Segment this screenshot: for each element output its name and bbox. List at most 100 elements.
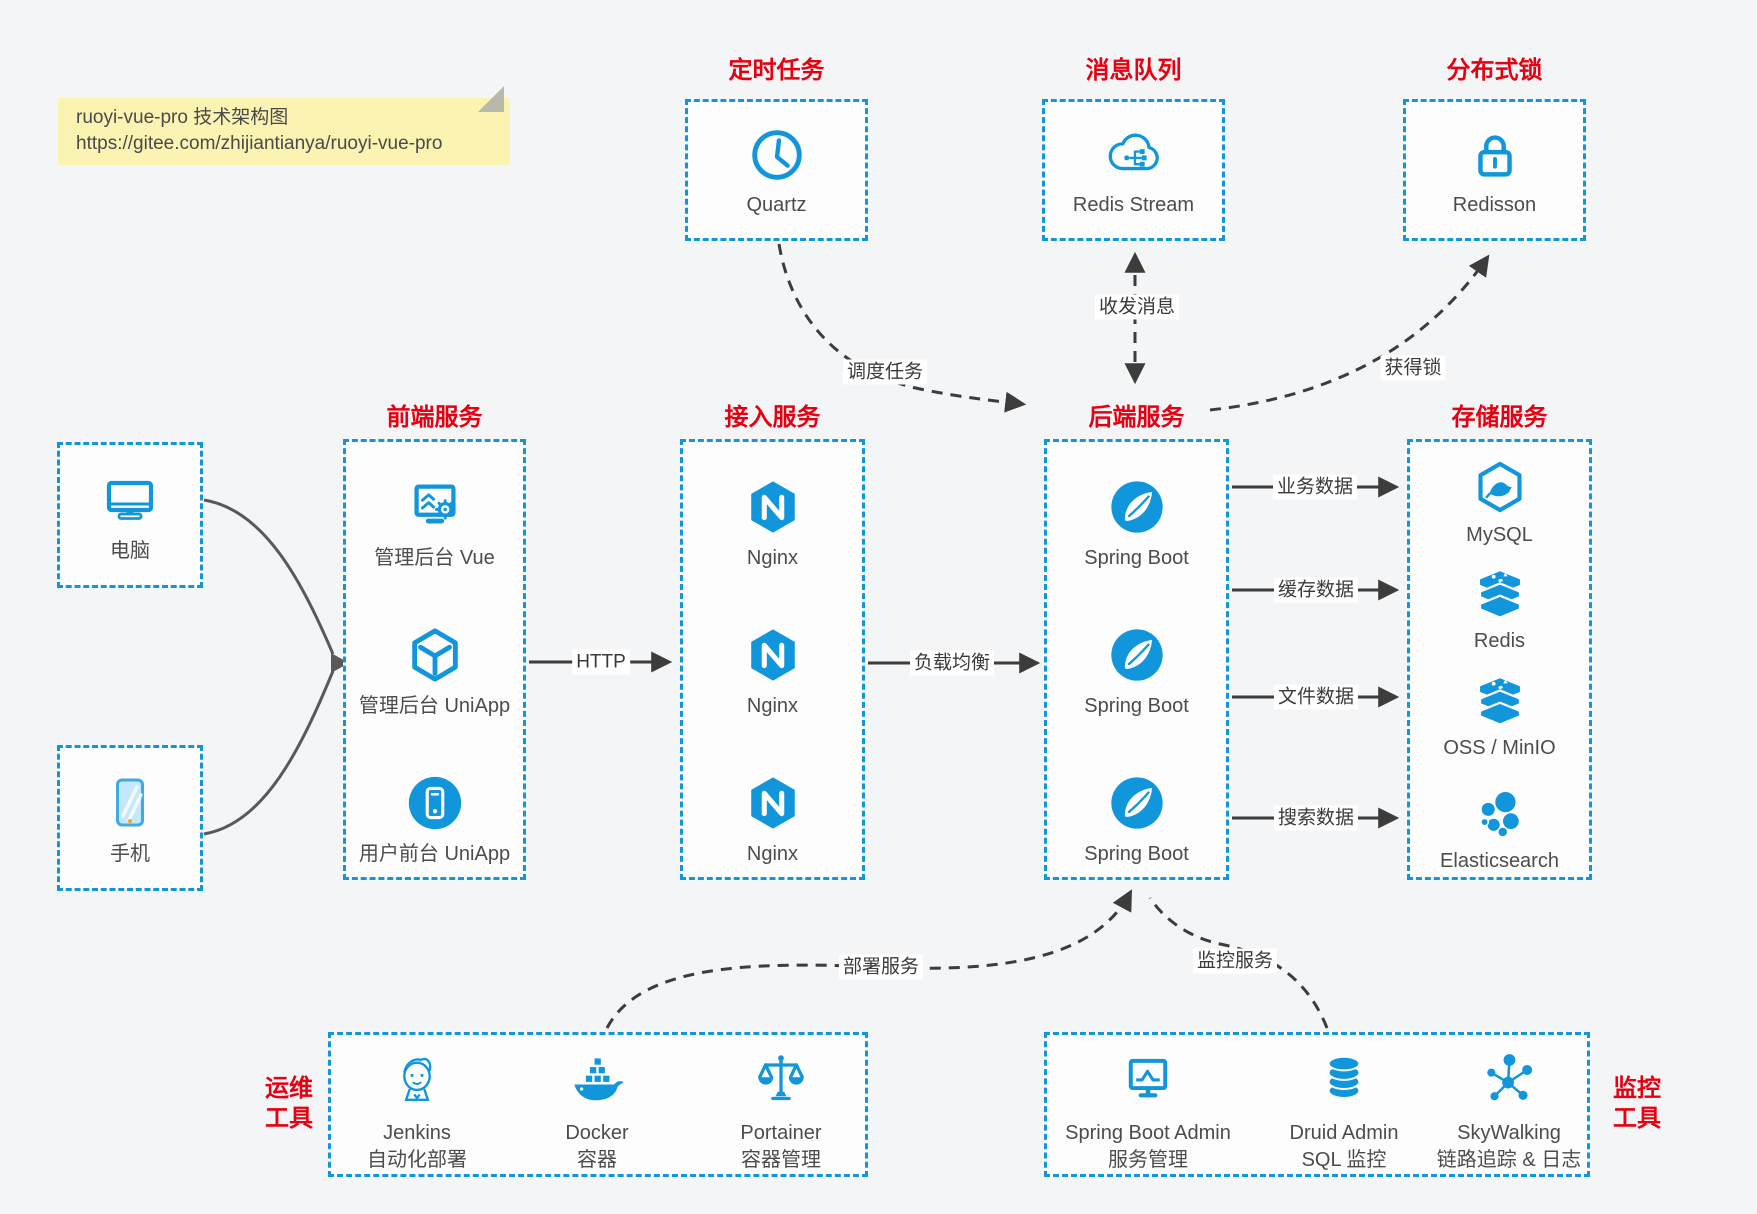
note-title: ruoyi-vue-pro 技术架构图	[76, 107, 289, 128]
schedule-task-label: 调度任务	[842, 359, 928, 385]
monitor-service-label: 监控服务	[1192, 948, 1278, 974]
node-label: Nginx	[746, 695, 799, 717]
node-admin-vue: 管理后台 Vue	[346, 476, 523, 570]
group-distributed-lock: 分布式锁 Redisson	[1403, 55, 1586, 241]
column-storage: 存储服务 MySQL Redis OSS / MinIO Elasticsear…	[1407, 402, 1592, 880]
node-label: 电脑	[110, 539, 150, 562]
node-label: Nginx	[746, 843, 799, 865]
note-fold-corner	[478, 86, 504, 112]
node-label: Nginx	[746, 547, 799, 569]
ops-label-line2: 工具	[265, 1105, 313, 1132]
node-label: OSS / MinIO	[1443, 737, 1556, 759]
monitor-label-line2: 工具	[1613, 1105, 1661, 1132]
node-sublabel: SQL 监控	[1301, 1149, 1387, 1171]
redis-stack-icon	[1471, 564, 1529, 622]
ops-tools-label: 运维 工具	[244, 1074, 334, 1134]
redisson-node: Redisson	[1403, 99, 1586, 241]
ops-label-line1: 运维	[265, 1075, 313, 1102]
node-label: Redis	[1473, 630, 1526, 652]
column-title: 接入服务	[724, 404, 821, 431]
search-data-label: 搜索数据	[1273, 805, 1359, 831]
mysql-icon	[1471, 458, 1529, 516]
node-label: 管理后台 UniApp	[358, 695, 511, 717]
node-sublabel: 链路追踪 & 日志	[1436, 1149, 1582, 1171]
node-nginx-1: Nginx	[683, 476, 862, 570]
column-title: 前端服务	[386, 404, 483, 431]
note-url: https://gitee.com/zhijiantianya/ruoyi-vu…	[76, 133, 443, 154]
node-admin-uniapp: 管理后台 UniApp	[346, 624, 523, 718]
nginx-icon	[742, 476, 804, 538]
node-portainer: Portainer 容器管理	[681, 1050, 881, 1174]
node-label: Spring Boot	[1084, 695, 1189, 717]
group-scheduled-task: 定时任务 Quartz	[685, 55, 868, 241]
node-nginx-2: Nginx	[683, 624, 862, 718]
redis-stream-node: Redis Stream	[1042, 99, 1225, 241]
node-label: Spring Boot	[1084, 843, 1189, 865]
node-springboot-3: Spring Boot	[1047, 772, 1226, 866]
node-label: 管理后台 Vue	[374, 547, 495, 569]
node-label: Redisson	[1452, 193, 1537, 216]
column-title: 后端服务	[1088, 404, 1185, 431]
spring-icon	[1106, 772, 1168, 834]
client-arrowhead	[331, 653, 349, 673]
node-label: Docker	[565, 1122, 629, 1144]
mobile-client-curve	[203, 670, 335, 836]
node-docker: Docker 容器	[497, 1050, 697, 1174]
nginx-icon	[742, 624, 804, 686]
node-sublabel: 自动化部署	[367, 1149, 467, 1171]
file-data-label: 文件数据	[1273, 684, 1359, 710]
node-label: 用户前台 UniApp	[358, 843, 511, 865]
get-lock-label: 获得锁	[1380, 355, 1446, 381]
node-nginx-3: Nginx	[683, 772, 862, 866]
node-skywalking: SkyWalking 链路追踪 & 日志	[1409, 1050, 1609, 1174]
node-user-uniapp: 用户前台 UniApp	[346, 772, 523, 866]
mobile-node: 手机	[57, 745, 203, 891]
node-label: Druid Admin	[1289, 1122, 1399, 1144]
node-druid-admin: Druid Admin SQL 监控	[1244, 1050, 1444, 1174]
group-message-queue: 消息队列 Redis Stream	[1042, 55, 1225, 241]
node-label: Elasticsearch	[1440, 850, 1559, 872]
nginx-icon	[742, 772, 804, 834]
spring-icon	[1106, 624, 1168, 686]
column-frontend: 前端服务 管理后台 Vue 管理后台 UniApp 用户前台 UniApp	[343, 402, 526, 880]
monitor-label-line1: 监控	[1613, 1075, 1661, 1102]
portainer-icon	[752, 1050, 810, 1108]
cache-data-label: 缓存数据	[1273, 577, 1359, 603]
clock-icon	[746, 124, 808, 186]
column-gateway: 接入服务 Nginx Nginx Nginx	[680, 402, 865, 880]
column-title: 存储服务	[1451, 404, 1548, 431]
druid-icon	[1315, 1050, 1373, 1108]
get-lock-curve	[1209, 254, 1490, 412]
jenkins-icon	[388, 1050, 446, 1108]
pc-client-curve	[203, 498, 335, 655]
node-label: MySQL	[1466, 524, 1533, 546]
node-mysql: MySQL	[1410, 458, 1589, 547]
spring-boot-admin-icon	[1119, 1050, 1177, 1108]
node-label: Spring Boot	[1084, 547, 1189, 569]
node-oss-minio: OSS / MinIO	[1410, 671, 1589, 760]
ops-tools-box: Jenkins 自动化部署 Docker 容器 Portainer 容器管理	[328, 1032, 868, 1177]
lock-icon	[1464, 124, 1526, 186]
spring-icon	[1106, 476, 1168, 538]
node-label: Jenkins	[383, 1122, 451, 1144]
group-title: 消息队列	[1085, 57, 1182, 84]
monitor-service-curve	[1148, 897, 1329, 1029]
client-pc: 电脑	[57, 442, 203, 588]
pc-node: 电脑	[57, 442, 203, 588]
cube-icon	[404, 624, 466, 686]
node-jenkins: Jenkins 自动化部署	[317, 1050, 517, 1174]
monitor-tools-label: 监控 工具	[1592, 1074, 1682, 1134]
node-sublabel: 容器管理	[741, 1149, 821, 1171]
phone-circle-icon	[404, 772, 466, 834]
message-label: 收发消息	[1094, 294, 1180, 320]
node-label: Spring Boot Admin	[1065, 1122, 1231, 1144]
load-balance-label: 负载均衡	[909, 650, 995, 676]
elasticsearch-icon	[1471, 784, 1529, 842]
cloud-queue-icon	[1103, 124, 1165, 186]
gateway-box: Nginx Nginx Nginx	[680, 439, 865, 880]
node-spring-boot-admin: Spring Boot Admin 服务管理	[1048, 1050, 1248, 1174]
client-mobile: 手机	[57, 745, 203, 891]
monitor-tools-box: Spring Boot Admin 服务管理 Druid Admin SQL 监…	[1044, 1032, 1590, 1177]
group-title: 分布式锁	[1446, 57, 1543, 84]
